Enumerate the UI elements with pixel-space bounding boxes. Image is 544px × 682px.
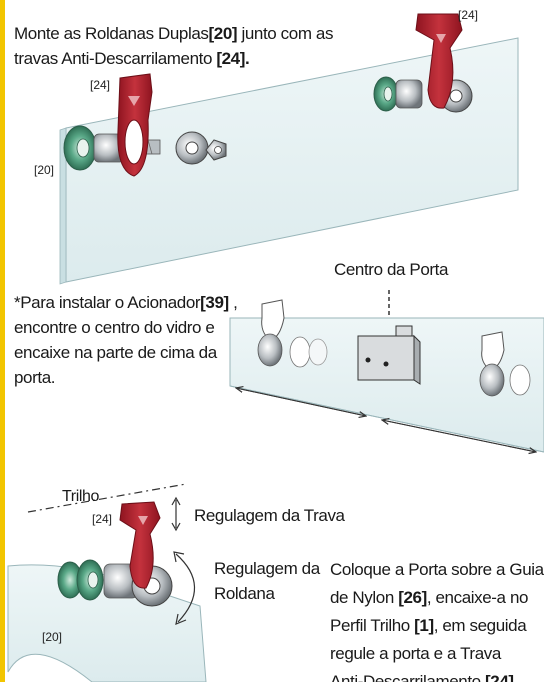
roldana-adjust-label: Regulagem da Roldana [214, 559, 320, 603]
callout-roldana-left: [20] [34, 163, 55, 177]
center-label: Centro da Porta [334, 260, 449, 279]
callout-trava-bottom: [24] [92, 512, 113, 526]
acionador-icon [357, 325, 421, 385]
rail-label: Trilho [62, 488, 100, 505]
callout-trava-left: [24] [90, 78, 111, 92]
trava-anti-descarrilamento-icon [415, 13, 463, 109]
roldana-adjust-arrow [173, 551, 196, 625]
step2-text: *Para instalar o Acionador[39] , encontr… [14, 293, 238, 387]
rail-line [27, 483, 187, 513]
roldana-dupla-icon [257, 299, 328, 368]
trava-adjust-label: Regulagem da Trava [194, 506, 345, 525]
dimension-arrows [236, 388, 536, 452]
accent-bar [0, 0, 5, 682]
trava-anti-descarrilamento-icon [117, 73, 153, 177]
trava-anti-descarrilamento-icon [119, 501, 161, 589]
callout-roldana-bottom: [20] [42, 630, 63, 644]
roldana-dupla-icon [63, 125, 161, 171]
step1-text: Monte as Roldanas Duplas[20] junto com a… [14, 24, 334, 68]
callout-trava-top: [24] [458, 8, 479, 22]
roldana-dupla-icon [479, 331, 531, 397]
porca-borboleta-icon [175, 131, 227, 165]
step3-text: Coloque a Porta sobre a Guia de Nylon [2… [330, 560, 544, 682]
trava-adjust-arrow [171, 496, 181, 532]
